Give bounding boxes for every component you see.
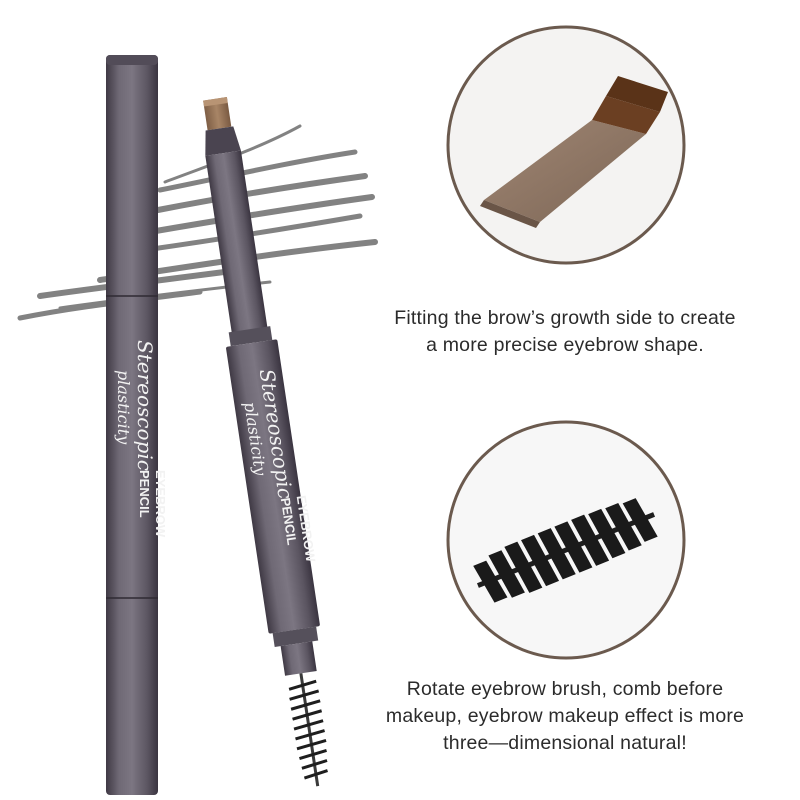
brush-caption-line-1: Rotate eyebrow brush, comb before [406, 678, 724, 700]
pencil1-script-line2: plasticity [114, 370, 133, 445]
brush-feature-caption: Rotate eyebrow brush, comb before makeup… [345, 676, 785, 757]
pencil1-label-line2: PENCIL [137, 470, 152, 518]
pencil-closed: Stereoscopic plasticity EYEBROW PENCIL [106, 55, 168, 795]
tip-caption-line-1: Fitting the brow’s growth side to create [394, 307, 736, 329]
brush-caption-line-2: makeup, eyebrow makeup effect is more [385, 705, 745, 727]
pencil1-label-line1: EYEBROW [153, 470, 168, 538]
swatch-strokes [17, 124, 378, 321]
pencil-open: Stereoscopic plasticity EYEBROW PENCIL [203, 97, 328, 787]
tip-feature-caption: Fitting the brow’s growth side to create… [360, 305, 770, 359]
pencil2-label-line2: PENCIL [278, 497, 300, 546]
tip-caption-line-2: a more precise eyebrow shape. [426, 334, 704, 356]
spoolie-brush-closeup-icon [446, 420, 686, 660]
pencil-tip-closeup-icon [446, 25, 686, 265]
brush-caption-line-3: three—dimensional natural! [443, 732, 687, 754]
spoolie-bristles [288, 679, 328, 780]
pencil1-script-line1: Stereoscopic [133, 340, 157, 471]
